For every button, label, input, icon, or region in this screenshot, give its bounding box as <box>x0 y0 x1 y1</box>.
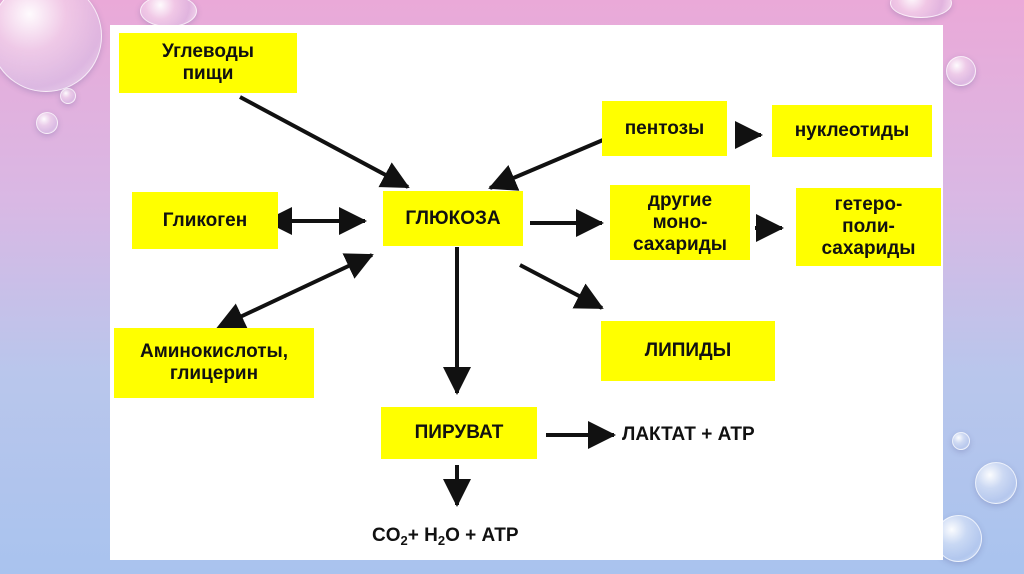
node-glycogen: Гликоген <box>132 192 278 249</box>
arrow-glucose-to-lipids <box>519 263 604 310</box>
bubble-decoration <box>890 0 952 18</box>
node-pentoses: пентозы <box>602 101 727 156</box>
node-food-carbohydrates: Углеводы пищи <box>119 33 297 93</box>
bubble-decoration <box>36 112 58 134</box>
diagram-slide: Углеводы пищи пентозы нуклеотиды Гликоге… <box>110 25 943 560</box>
arrow-food-to-glucose <box>239 95 410 189</box>
node-heteropolysaccharides: гетеро- поли- сахариды <box>796 188 941 266</box>
arrow-pentoses-to-glucose <box>488 138 604 191</box>
output-co2-h2o-atp: CO2+ H2O + АТР <box>372 525 519 548</box>
bubble-decoration <box>0 0 102 92</box>
node-other-monosaccharides: другие моно- сахариды <box>610 185 750 260</box>
node-glucose: ГЛЮКОЗА <box>383 191 523 246</box>
bubble-decoration <box>975 462 1017 504</box>
arrow-amino-glucose <box>216 253 374 329</box>
node-pyruvate: ПИРУВАТ <box>381 407 537 459</box>
output-lactate-atp: ЛАКТАТ + АТР <box>622 424 755 445</box>
bubble-decoration <box>140 0 197 27</box>
node-amino-acids-glycerol: Аминокислоты, глицерин <box>114 328 314 398</box>
glucose-metabolism-diagram <box>216 95 784 507</box>
bubble-decoration <box>60 88 76 104</box>
bubble-decoration <box>952 432 970 450</box>
node-nucleotides: нуклеотиды <box>772 105 932 157</box>
bubble-decoration <box>946 56 976 86</box>
node-lipids: ЛИПИДЫ <box>601 321 775 381</box>
